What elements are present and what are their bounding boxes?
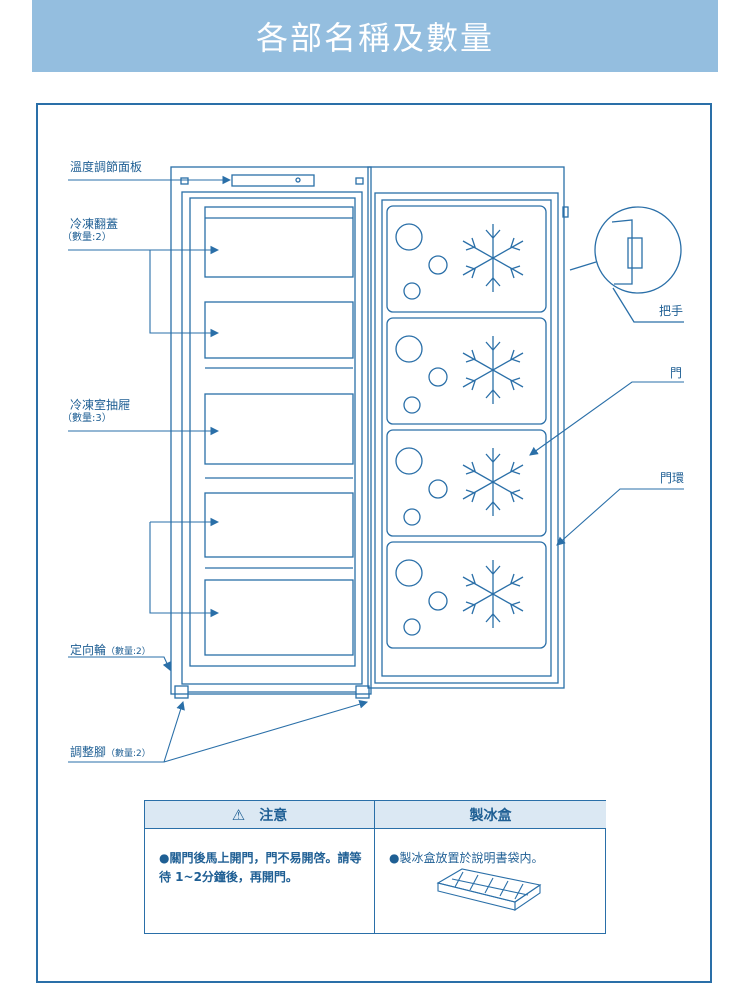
label-gasket: 門環 [660, 471, 685, 485]
label-drawer-qty: （數量:3） [62, 413, 112, 424]
caution-text: ●關門後馬上開門，門不易開啓。請等待 1~2分鐘後，再開門。 [145, 829, 375, 934]
diagram-frame [36, 103, 712, 983]
snowflake-icon [462, 335, 524, 405]
label-flap: 冷凍翻蓋 [70, 217, 119, 231]
snowflake-icon [462, 223, 524, 293]
freezer-door [367, 166, 569, 689]
label-flap-qty: （數量:2） [62, 232, 112, 243]
title-banner: 各部名稱及數量 [32, 0, 718, 72]
ice-tray-header: 製冰盒 [375, 801, 606, 829]
notice-table: ⚠ 注意 製冰盒 ●關門後馬上開門，門不易開啓。請等待 1~2分鐘後，再開門。 … [144, 800, 606, 934]
caution-header: ⚠ 注意 [145, 801, 375, 829]
ice-tray-text: ●製冰盒放置於說明書袋内。 [389, 851, 544, 865]
ice-tray-icon [436, 868, 542, 912]
handle-detail [569, 206, 684, 323]
label-caster: 定向輪（數量:2） [70, 643, 151, 657]
snowflake-icon [462, 559, 524, 629]
label-foot: 調整腳（數量:2） [70, 745, 151, 759]
label-handle: 把手 [659, 304, 684, 318]
warning-triangle-icon: ⚠ [231, 805, 246, 824]
label-drawer: 冷凍室抽屜 [70, 398, 131, 412]
page-title: 各部名稱及數量 [255, 19, 494, 57]
leader-lines [68, 175, 684, 763]
caution-title: 注意 [259, 807, 288, 824]
label-control-panel: 溫度調節面板 [70, 160, 143, 174]
snowflake-icon [462, 447, 524, 517]
label-door: 門 [670, 366, 683, 380]
freezer-cabinet [170, 166, 372, 699]
